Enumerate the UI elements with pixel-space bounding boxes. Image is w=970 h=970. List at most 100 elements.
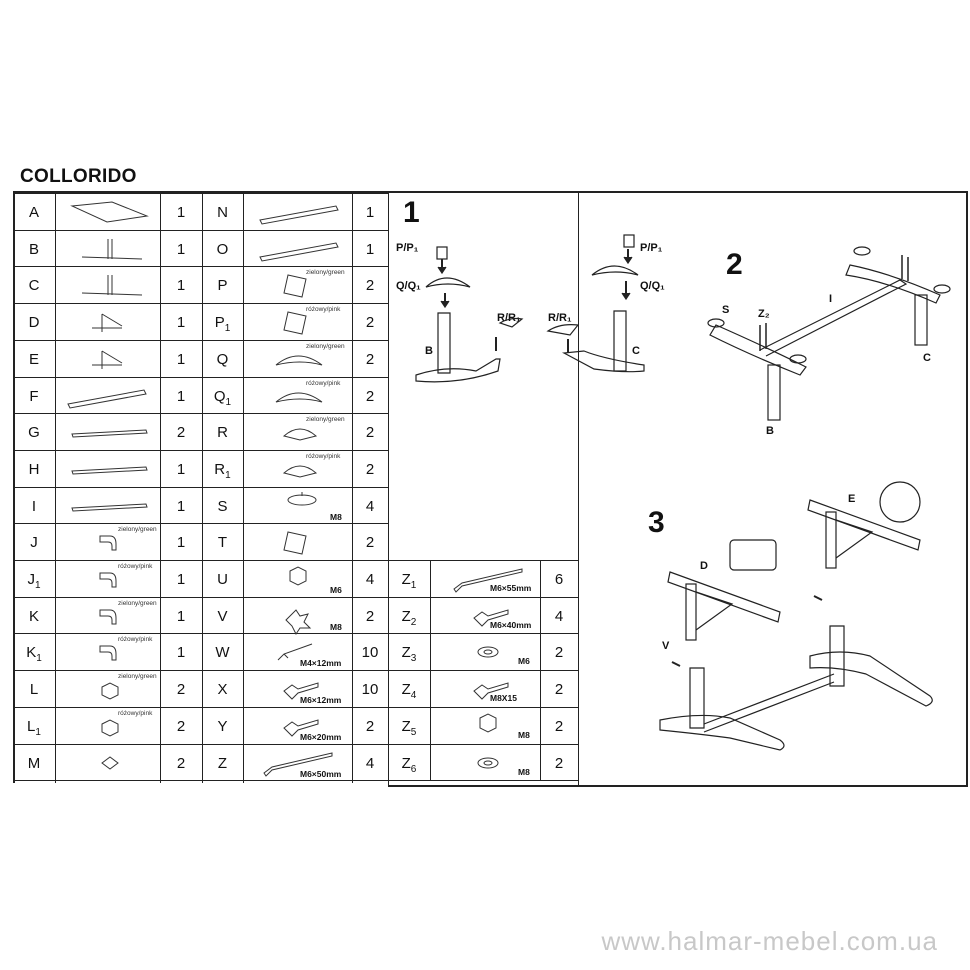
part-qty-left-5: 1 — [176, 387, 186, 405]
part-letter: Q — [216, 350, 229, 368]
part-qty-mid-8: 4 — [365, 497, 375, 515]
part-qty-right-0: 6 — [554, 571, 564, 588]
part-qty-right-3: 2 — [554, 681, 564, 699]
part-letter: B — [28, 240, 39, 258]
step1-label-qq1-right: Q/Q₁ — [640, 280, 665, 292]
part-size: M6×55mm — [490, 583, 532, 593]
part-label-mid-3: P1 — [202, 314, 243, 334]
part-a-icon — [70, 201, 149, 223]
part-qty-right-5: 2 — [554, 754, 564, 772]
part-subscript: 6 — [410, 763, 417, 775]
part-subscript: 1 — [35, 726, 41, 738]
part-size: M6×40mm — [490, 619, 532, 630]
part-label-mid-5: Q1 — [202, 388, 243, 408]
part-letter: O — [216, 240, 229, 258]
part-k1-icon — [99, 645, 117, 661]
color-note: zielony/green — [118, 673, 157, 681]
color-note: różowy/pink — [306, 379, 341, 387]
part-letter: T — [217, 534, 228, 552]
part-l-icon — [101, 682, 119, 700]
part-e-icon — [92, 350, 123, 369]
part-qty-mid-14: 2 — [365, 717, 375, 735]
part-qty-mid-12: 10 — [361, 644, 379, 662]
part-size: M8 — [518, 766, 530, 777]
part-letter: U — [217, 571, 228, 588]
part-size: M8X15 — [490, 693, 517, 704]
part-subscript: 1 — [410, 580, 417, 591]
part-label-left-7: H — [13, 461, 55, 478]
step3-assembly-drawing — [659, 481, 933, 751]
part-g-icon — [71, 429, 148, 438]
part-letter: N — [217, 204, 228, 221]
part-qty-mid-0: 1 — [365, 204, 375, 221]
part-label-right-1: Z2 — [388, 608, 430, 628]
part-r1-icon — [282, 465, 318, 478]
part-qty-left-15: 2 — [176, 754, 186, 772]
part-letter: Z — [401, 571, 411, 588]
part-label-left-12: K1 — [13, 644, 55, 664]
part-subscript: 5 — [410, 726, 417, 738]
part-label-left-8: I — [13, 498, 55, 515]
part-qty-left-0: 1 — [176, 204, 186, 221]
part-qty-left-12: 1 — [176, 644, 186, 662]
part-f-icon — [67, 388, 147, 409]
part-letter: L — [29, 681, 39, 699]
step1-label-c: C — [632, 345, 640, 357]
step3-label-v: V — [662, 640, 670, 652]
part-letter: J — [27, 571, 35, 588]
color-note: różowy/pink — [306, 306, 341, 314]
color-note: różowy/pink — [118, 709, 153, 717]
part-label-left-10: J1 — [13, 571, 55, 591]
color-note: różowy/pink — [118, 563, 153, 570]
part-i-icon — [71, 503, 148, 512]
part-q-icon — [275, 355, 323, 366]
part-subscript: 1 — [225, 396, 232, 408]
part-label-left-14: L1 — [13, 718, 55, 738]
part-qty-left-3: 1 — [176, 314, 186, 332]
step2-label-b: B — [766, 425, 774, 437]
part-letter: Z — [401, 644, 411, 662]
color-note: zielony/green — [118, 599, 157, 607]
part-qty-left-11: 1 — [176, 607, 186, 625]
part-z2-icon — [473, 609, 509, 627]
part-qty-left-13: 2 — [176, 681, 186, 699]
part-label-mid-10: U — [202, 571, 243, 588]
step1-label-pp1-right: P/P₁ — [640, 242, 663, 254]
part-letter: C — [28, 277, 40, 295]
part-letter: R — [217, 424, 228, 442]
part-label-right-5: Z6 — [388, 755, 430, 775]
part-j-icon — [99, 535, 117, 551]
step1-label-qq1: Q/Q₁ — [396, 280, 421, 292]
part-qty-right-1: 4 — [554, 607, 564, 625]
part-size: M6×50mm — [300, 768, 342, 779]
part-label-right-4: Z5 — [388, 718, 430, 738]
part-l1-icon — [101, 719, 119, 737]
part-letter: Z — [217, 754, 228, 772]
part-label-left-0: A — [13, 204, 55, 221]
color-note: zielony/green — [306, 416, 345, 424]
part-letter: S — [217, 497, 228, 515]
part-qty-mid-11: 2 — [365, 607, 375, 625]
part-q1-icon — [275, 392, 323, 402]
part-subscript: 1 — [34, 580, 41, 591]
part-letter: Y — [217, 717, 228, 735]
part-k-icon — [99, 609, 117, 625]
step1-label-pp1: P/P₁ — [396, 242, 419, 254]
part-size: M8 — [330, 621, 342, 632]
step2-label-z2: Z₂ — [758, 308, 770, 320]
part-letter: P — [214, 314, 225, 332]
part-qty-mid-15: 4 — [365, 754, 375, 772]
part-letter: Z — [401, 681, 411, 699]
color-note: zielony/green — [118, 526, 157, 534]
part-s-icon — [287, 491, 317, 506]
part-letter: Z — [401, 607, 411, 625]
part-subscript: 1 — [224, 323, 231, 335]
step2-label-c: C — [923, 352, 931, 364]
part-letter: Q — [213, 387, 226, 405]
part-qty-mid-13: 10 — [361, 681, 379, 699]
part-letter: H — [28, 460, 40, 478]
part-o-icon — [259, 242, 339, 262]
step3-label-e: E — [848, 493, 856, 505]
part-qty-mid-5: 2 — [365, 387, 375, 405]
step3-label-d: D — [700, 560, 708, 572]
